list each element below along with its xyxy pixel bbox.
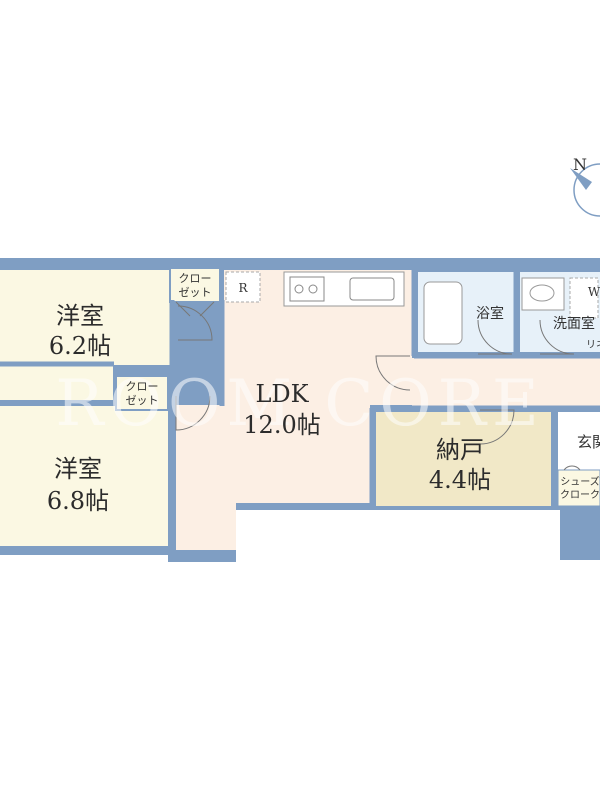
burner-2 xyxy=(308,284,318,294)
closet-2 xyxy=(115,375,169,411)
closet-1 xyxy=(169,267,221,303)
compass: N xyxy=(570,155,600,217)
entrance-name: 玄関 xyxy=(577,433,600,451)
door-bedroom-2 xyxy=(175,395,211,431)
bedroom-2-size: 6.8帖 xyxy=(47,487,109,515)
room-ldk xyxy=(176,270,412,550)
washbasin xyxy=(521,277,565,311)
shoe-cloak xyxy=(557,469,600,507)
bathtub xyxy=(423,281,463,345)
closet-1-line2: ゼット xyxy=(179,286,212,299)
shoe-line1: シューズ xyxy=(560,475,600,488)
compass-ring xyxy=(573,163,600,217)
door-storage xyxy=(479,409,515,445)
compass-arrow-icon xyxy=(570,168,592,190)
closet-1-line1: クロー xyxy=(179,272,212,285)
door-bedroom-1 xyxy=(177,305,213,341)
door-bath xyxy=(477,319,513,355)
room-bedroom-1 xyxy=(0,270,170,365)
washer-mark: W xyxy=(588,285,600,299)
fridge-space xyxy=(225,271,261,303)
sink xyxy=(349,277,395,301)
compass-label: N xyxy=(573,155,587,174)
bedroom-1-size: 6.2帖 xyxy=(49,332,111,360)
fridge-mark: R xyxy=(238,281,248,295)
watermark: ROOM CORE xyxy=(55,367,544,441)
door-ldk xyxy=(375,355,411,391)
bath-name: 浴室 xyxy=(476,305,504,322)
room-bedroom-2 xyxy=(0,406,168,546)
closet-2-line2: ゼット xyxy=(126,394,159,407)
washroom-name: 洗面室 xyxy=(553,315,595,332)
washer-space xyxy=(569,277,599,319)
door-washroom xyxy=(539,319,575,355)
storage-size: 4.4帖 xyxy=(429,466,491,494)
shoe-line2: クローク xyxy=(560,489,600,501)
ldk-name: LDK xyxy=(255,380,309,408)
room-storage xyxy=(376,412,551,506)
room-bedroom-1-ext xyxy=(0,360,113,400)
burner-1 xyxy=(294,284,304,294)
kitchen xyxy=(225,271,405,307)
door-shoe xyxy=(563,465,581,471)
stove xyxy=(289,276,325,302)
basin-bowl xyxy=(529,284,555,302)
doors xyxy=(175,301,581,471)
closet-2-line1: クロー xyxy=(126,380,159,393)
corridor xyxy=(412,358,600,406)
linen-mark: リネ xyxy=(586,339,600,351)
ldk-size: 12.0帖 xyxy=(243,411,320,439)
bedroom-1-name: 洋室 xyxy=(56,302,104,330)
storage-name: 納戸 xyxy=(436,436,484,464)
bedroom-2-name: 洋室 xyxy=(54,455,102,483)
partitions xyxy=(0,260,600,560)
door-closet-1 xyxy=(175,301,215,317)
